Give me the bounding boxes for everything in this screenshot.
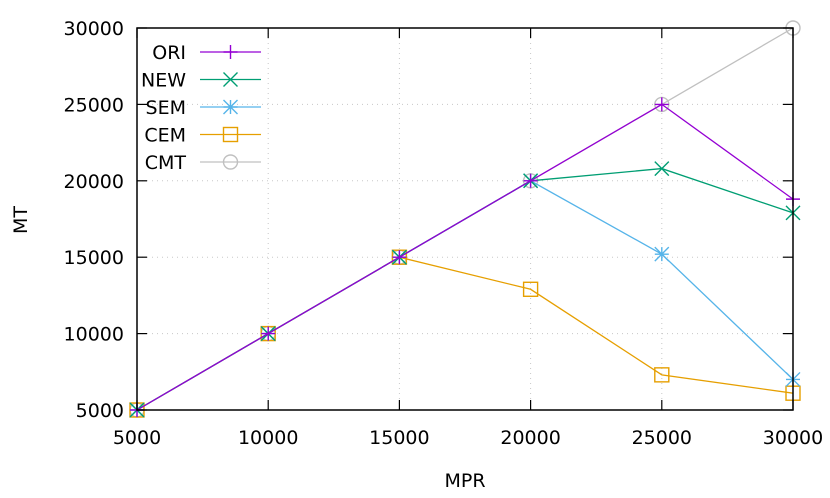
legend-label: NEW bbox=[141, 70, 186, 92]
legend-label: SEM bbox=[146, 97, 186, 119]
square-marker-icon bbox=[222, 126, 239, 143]
legend: ORI NEW SEM CEM CMT bbox=[141, 42, 261, 174]
series-ori bbox=[130, 97, 800, 417]
y-tick-label: 25000 bbox=[64, 94, 124, 116]
plus-marker-icon bbox=[523, 173, 538, 188]
grid-lines bbox=[137, 28, 793, 410]
circle-marker-icon bbox=[222, 154, 239, 170]
series-cem bbox=[129, 249, 801, 418]
series-line bbox=[136, 180, 794, 411]
legend-label: ORI bbox=[152, 42, 186, 64]
y-tick-label: 5000 bbox=[76, 400, 124, 422]
legend-label: CEM bbox=[144, 125, 186, 147]
plus-marker-icon bbox=[654, 97, 669, 112]
x-axis-tick-labels: 5000 10000 15000 20000 25000 30000 bbox=[113, 427, 823, 449]
plot-frame bbox=[136, 27, 794, 411]
y-tick-label: 20000 bbox=[64, 171, 124, 193]
square-marker-icon bbox=[522, 281, 539, 297]
y-tick-label: 15000 bbox=[64, 247, 124, 269]
x-marker-icon bbox=[223, 72, 238, 87]
legend-item-ori: ORI bbox=[152, 42, 261, 64]
x-tick-label: 30000 bbox=[763, 427, 823, 449]
legend-label: CMT bbox=[145, 152, 187, 174]
x-tick-label: 10000 bbox=[238, 427, 298, 449]
y-tick-label: 10000 bbox=[64, 324, 124, 346]
x-tick-label: 25000 bbox=[632, 427, 692, 449]
star-marker-icon bbox=[654, 246, 670, 262]
legend-item-cem: CEM bbox=[144, 125, 261, 147]
legend-item-new: NEW bbox=[141, 70, 261, 92]
legend-item-cmt: CMT bbox=[145, 152, 261, 174]
plus-marker-icon bbox=[392, 250, 407, 265]
plus-marker-icon bbox=[261, 326, 276, 341]
x-tick-label: 15000 bbox=[369, 427, 429, 449]
x-tick-label: 5000 bbox=[113, 427, 161, 449]
x-marker-icon bbox=[654, 161, 670, 177]
star-marker-icon bbox=[223, 99, 238, 115]
y-tick-label: 30000 bbox=[64, 18, 124, 40]
series-layer bbox=[129, 20, 801, 418]
y-axis-tick-labels: 5000 10000 15000 20000 25000 30000 bbox=[64, 18, 124, 422]
series-line bbox=[136, 103, 794, 411]
axis-ticks bbox=[136, 27, 794, 411]
x-axis-title: MPR bbox=[444, 470, 485, 492]
x-tick-label: 20000 bbox=[500, 427, 560, 449]
legend-item-sem: SEM bbox=[146, 97, 261, 119]
series-line bbox=[136, 167, 794, 411]
square-marker-icon bbox=[654, 367, 670, 383]
series-line bbox=[136, 256, 794, 411]
y-axis-title: MT bbox=[10, 206, 32, 234]
plus-marker-icon bbox=[223, 45, 238, 59]
